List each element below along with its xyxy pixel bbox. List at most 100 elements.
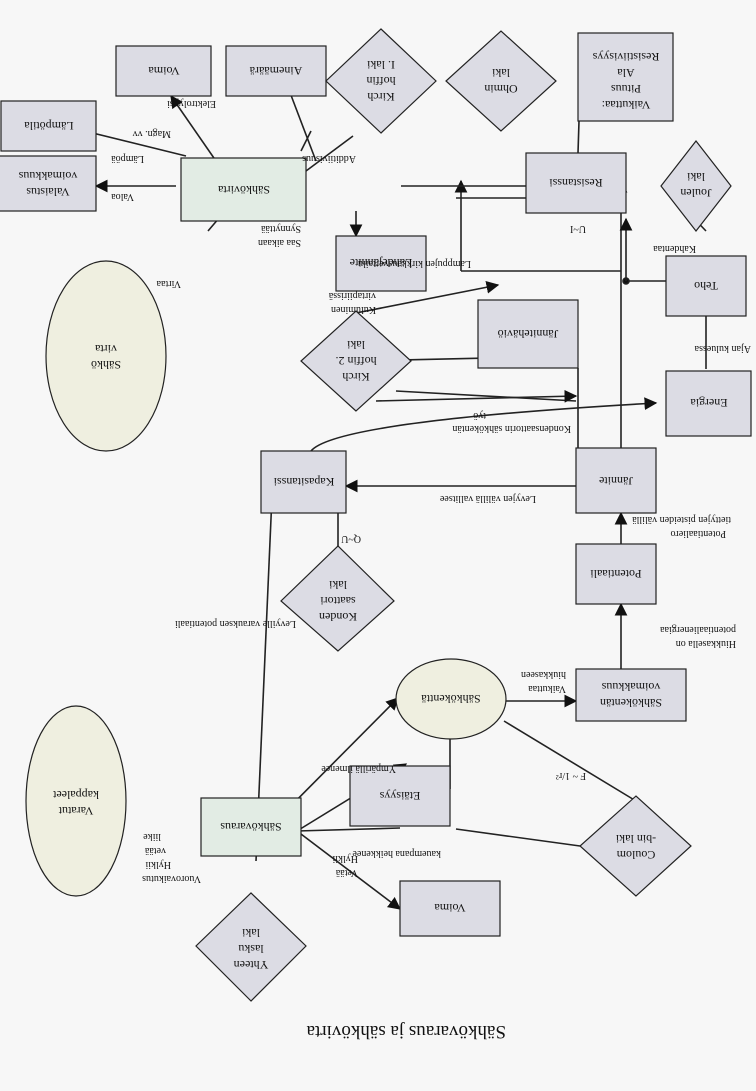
svg-text:F ~ 1/r²: F ~ 1/r² — [556, 770, 586, 781]
node-jannitehavio[interactable]: Jännitehäviö — [477, 299, 579, 369]
svg-text:Additiivisuus: Additiivisuus — [302, 153, 356, 164]
svg-text:hoffin 2.: hoffin 2. — [335, 354, 376, 368]
svg-text:potentiaalienergiaa: potentiaalienergiaa — [660, 624, 736, 635]
node-lampotila[interactable]: Lämpötila — [0, 100, 97, 152]
edge-sahkovaraus-to-etaisyys — [296, 827, 401, 832]
svg-text:Sähkövaraus: Sähkövaraus — [220, 820, 282, 834]
svg-text:hoffin: hoffin — [366, 74, 395, 88]
svg-text:Virtaa: Virtaa — [156, 278, 181, 289]
svg-text:laki: laki — [346, 338, 365, 352]
node-kirch2[interactable]: Kirch hoffin 2. laki — [300, 310, 412, 412]
svg-text:Synnyttää: Synnyttää — [260, 223, 301, 234]
svg-text:Resistiivisyys: Resistiivisyys — [592, 50, 659, 64]
edge-lahdejannite-to-jannitehavio — [355, 280, 500, 314]
edge-kirch1-to-sahkovirta — [305, 135, 354, 172]
svg-text:Varatut: Varatut — [58, 804, 93, 818]
svg-text:Ainemäärä: Ainemäärä — [249, 64, 302, 78]
svg-text:virtapiirissä: virtapiirissä — [328, 290, 376, 301]
svg-text:Jännitehäviö: Jännitehäviö — [498, 327, 559, 341]
node-varatut-kappaleet[interactable]: Varatut kappaleet — [25, 705, 127, 897]
svg-text:Jännite: Jännite — [599, 474, 633, 488]
diamond-nodes: Kirch hoffin I. laki Ohmin laki Joulen l… — [195, 28, 732, 1002]
node-resistiivisyys[interactable]: Vaikuttaa: Pituus Ala Resistiivisyys — [577, 32, 674, 122]
svg-text:Lämpöä: Lämpöä — [111, 153, 144, 164]
svg-text:tiettyjen pisteiden välillä: tiettyjen pisteiden välillä — [632, 514, 731, 525]
node-joulen-laki[interactable]: Joulen laki — [660, 140, 732, 232]
edge-kirch1-link — [300, 130, 312, 152]
node-sahkovirta-ellipse[interactable]: Sähkö virta — [45, 260, 167, 452]
svg-text:Levyille varauksen potentiaali: Levyille varauksen potentiaali — [175, 618, 296, 629]
svg-text:Levyjen välillä vallitsee: Levyjen välillä vallitsee — [439, 493, 536, 504]
svg-text:Resistanssi: Resistanssi — [549, 176, 603, 190]
svg-text:Saa aikaan: Saa aikaan — [258, 237, 301, 248]
svg-text:kauempana heikkenee: kauempana heikkenee — [352, 848, 441, 859]
svg-text:Potentiaaliero: Potentiaaliero — [670, 528, 726, 539]
svg-text:Vaikuttaa:: Vaikuttaa: — [602, 98, 651, 112]
svg-text:kappaleet: kappaleet — [52, 788, 99, 802]
svg-text:Kapasitanssi: Kapasitanssi — [273, 475, 334, 489]
node-ainemaara[interactable]: Ainemäärä — [225, 45, 327, 97]
svg-text:Konden: Konden — [319, 610, 357, 624]
box-nodes: Sähkövirta Voima Ainemäärä Lämpötila Val… — [0, 32, 752, 937]
node-kapasitanssi[interactable]: Kapasitanssi — [260, 450, 347, 514]
node-resistanssi[interactable]: Resistanssi — [525, 152, 627, 214]
node-potentiaali[interactable]: Potentiaali — [575, 543, 657, 605]
svg-text:Yhteen: Yhteen — [234, 958, 269, 972]
node-voima-top[interactable]: Voima — [115, 45, 212, 97]
svg-text:I. laki: I. laki — [366, 58, 395, 72]
node-coulomb-laki[interactable]: Coulom -bin laki — [579, 795, 692, 897]
svg-text:laki: laki — [491, 66, 510, 80]
node-valaistus[interactable]: Valaistus voimakkuus — [0, 155, 97, 212]
svg-text:laki: laki — [241, 926, 260, 940]
svg-text:hiukkaseen: hiukkaseen — [521, 669, 566, 680]
node-jannite[interactable]: Jännite — [575, 447, 657, 514]
svg-text:voimakkuus: voimakkuus — [601, 680, 660, 694]
edge-coulomb-etaisyys — [455, 828, 581, 847]
svg-text:Sähkökenttä: Sähkökenttä — [421, 692, 481, 706]
svg-text:voimakkuus: voimakkuus — [18, 169, 77, 183]
svg-text:Valoa: Valoa — [111, 191, 134, 202]
svg-text:Kondensaattorin sähkökentän: Kondensaattorin sähkökentän — [452, 423, 571, 434]
node-sahkokentta-ellipse[interactable]: Sähkökenttä — [395, 658, 507, 740]
ellipse-nodes: Sähkö virta Sähkökenttä Varatut kappalee… — [25, 260, 507, 897]
node-teho[interactable]: Teho — [665, 255, 747, 317]
node-etaisyys[interactable]: Etäisyys — [349, 765, 451, 827]
node-voima-bottom[interactable]: Voima — [399, 880, 501, 937]
svg-text:Kirch: Kirch — [367, 90, 394, 104]
node-ohmin-laki[interactable]: Ohmin laki — [445, 30, 557, 132]
edge-resistiivisyys-to-resistanssi — [577, 120, 580, 154]
svg-text:Hiukkasella on: Hiukkasella on — [676, 638, 736, 649]
node-lahdejannite[interactable]: Lähdejännite — [335, 235, 427, 292]
svg-text:-bin laki: -bin laki — [615, 832, 656, 846]
svg-text:Lähdejännite: Lähdejännite — [350, 256, 413, 270]
svg-text:laki: laki — [328, 578, 347, 592]
edge-sahkovaraus-to-kapasitanssi — [255, 471, 279, 862]
edge-sahkovaraus-to-voima — [296, 830, 402, 910]
node-sahkovaraus[interactable]: Sähkövaraus — [200, 797, 302, 857]
svg-text:U~I: U~I — [570, 223, 586, 234]
svg-text:Sähkövirta: Sähkövirta — [217, 183, 270, 197]
svg-text:Kahdentaa: Kahdentaa — [653, 243, 696, 254]
node-energia[interactable]: Energia — [665, 370, 752, 437]
svg-text:vetää: vetää — [144, 845, 166, 856]
node-kirch1[interactable]: Kirch hoffin I. laki — [325, 28, 437, 134]
svg-text:Ohmin: Ohmin — [484, 82, 517, 96]
svg-text:Pituus: Pituus — [611, 82, 641, 96]
node-sahkovirta[interactable]: Sähkövirta — [180, 157, 307, 222]
svg-text:Etäisyys: Etäisyys — [379, 789, 420, 803]
svg-text:virta: virta — [94, 342, 117, 356]
edge-kirch2-to-jannite — [375, 389, 578, 403]
svg-text:saattori: saattori — [320, 594, 356, 608]
node-kondensaattori-laki[interactable]: Konden saattori laki — [280, 545, 395, 652]
svg-text:Vaikuttaa: Vaikuttaa — [528, 683, 566, 694]
edge-sahkovirta-to-voima — [170, 94, 217, 162]
svg-text:Vetää: Vetää — [335, 867, 358, 878]
node-sahkokentan-voimakkuus[interactable]: Sähkökentän voimakkuus — [575, 668, 687, 722]
svg-text:liike: liike — [143, 831, 161, 842]
svg-text:lasku: lasku — [238, 942, 263, 956]
svg-text:Lämpötila: Lämpötila — [24, 119, 74, 133]
node-yhteenlasku-laki[interactable]: Yhteen lasku laki — [195, 892, 307, 1002]
svg-text:Q~U: Q~U — [340, 533, 361, 544]
